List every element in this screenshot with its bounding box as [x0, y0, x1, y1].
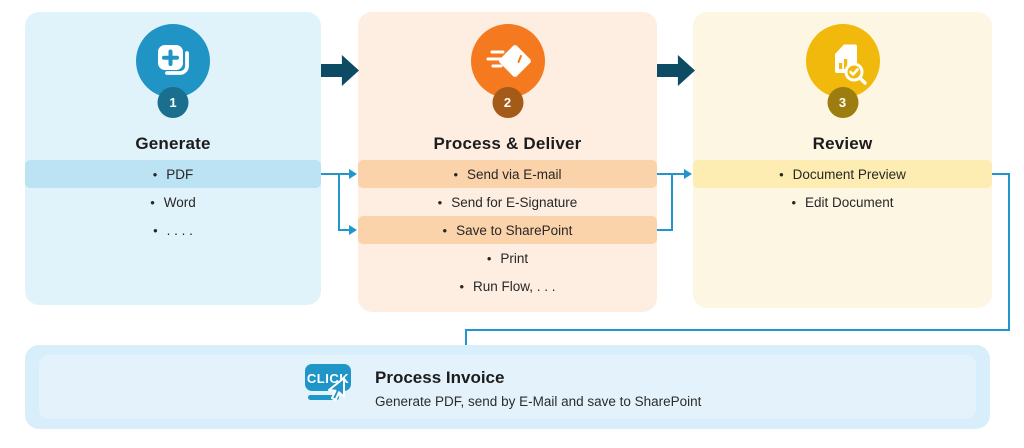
panel-review: 3 Review • Document Preview • Edit Documen…	[693, 12, 992, 308]
step1-title: Generate	[135, 134, 211, 153]
step2-title: Process & Deliver	[433, 134, 582, 153]
click-icon: CLICK	[305, 364, 351, 401]
list-item-label: Save to SharePoint	[456, 222, 573, 238]
connector-arrowhead-icon	[349, 225, 357, 235]
bullet-icon: •	[486, 250, 492, 266]
connector-into-action	[465, 329, 467, 352]
step3-number-badge: 3	[827, 87, 858, 118]
list-item-label: Edit Document	[805, 194, 894, 210]
step2-number-badge: 2	[492, 87, 523, 118]
connector-pdf-branch	[338, 173, 340, 231]
step1-to-step2-arrow-icon	[321, 55, 359, 86]
connector-right-down	[1008, 173, 1010, 331]
bullet-icon: •	[150, 194, 155, 210]
list-item-print: • Print	[358, 244, 657, 272]
step2-number: 2	[503, 95, 512, 110]
bullet-icon: •	[152, 166, 158, 182]
connector-sharepoint-to-join	[657, 229, 673, 231]
list-item-more: • . . . .	[25, 216, 321, 244]
bullet-icon: •	[437, 194, 443, 210]
list-item-label: Send for E-Signature	[451, 194, 578, 210]
send-mail-icon	[470, 24, 545, 98]
step1-items: • PDF • Word • . . . .	[25, 160, 321, 244]
list-item-label: . . . .	[166, 222, 193, 238]
action-text: Process Invoice Generate PDF, send by E-…	[375, 362, 701, 409]
action-content: CLICK Process Invoice Generate PDF, send…	[303, 362, 701, 414]
connector-preview-out	[992, 173, 1010, 175]
list-item-label: Print	[500, 250, 529, 266]
step2-items: •Send via E-mail •Send for E-Signature •…	[358, 160, 657, 300]
document-add-icon	[136, 24, 210, 98]
bullet-icon: •	[779, 166, 784, 182]
bullet-icon: •	[453, 166, 458, 182]
connector-arrowhead-icon	[684, 169, 692, 179]
list-item-run-flow: • Run Flow, . . .	[358, 272, 657, 300]
list-item-label: Run Flow, . . .	[473, 278, 556, 294]
bullet-icon: •	[459, 278, 465, 294]
action-bar-highlight	[39, 355, 976, 419]
step1-number-badge: 1	[157, 87, 189, 118]
list-item-esignature: • Send for E-Signature	[358, 188, 657, 216]
connector-sharepoint-branch	[671, 173, 673, 231]
step2-to-step3-arrow-icon	[657, 55, 695, 86]
list-item-doc-preview: • Document Preview	[693, 160, 992, 188]
step3-number: 3	[838, 95, 847, 110]
step3-items: • Document Preview • Edit Document	[693, 160, 992, 216]
bullet-icon: •	[153, 222, 158, 238]
bullet-icon: •	[791, 194, 796, 210]
connector-bottom-horizontal	[465, 329, 1010, 331]
panel-process-deliver: 2 Process & Deliver •Send via E-mail •Se…	[358, 12, 657, 312]
list-item-label: Word	[163, 194, 196, 210]
connector-pdf-to-sharepoint	[338, 229, 350, 231]
bullet-icon: •	[442, 222, 448, 238]
action-subtitle: Generate PDF, send by E-Mail and save to…	[375, 394, 702, 409]
connector-arrowhead-icon	[349, 169, 357, 179]
list-item-edit-doc: • Edit Document	[693, 188, 992, 216]
list-item-word: • Word	[25, 188, 321, 216]
document-review-icon	[805, 24, 880, 98]
step1-number: 1	[169, 95, 177, 110]
step3-title: Review	[812, 134, 873, 153]
list-item-label: Send via E-mail	[467, 166, 562, 182]
list-item-pdf: • PDF	[25, 160, 321, 188]
list-item-label: PDF	[166, 166, 194, 182]
step2-icon-stack: 2	[470, 24, 545, 130]
step1-icon-stack: 1	[136, 24, 210, 130]
process-invoice-action-bar: CLICK Process Invoice Generate PDF, send…	[25, 345, 990, 429]
panel-generate: 1 Generate • PDF • Word • . . . .	[25, 12, 321, 305]
list-item-label: Document Preview	[792, 166, 906, 182]
list-item-sharepoint: • Save to SharePoint	[358, 216, 657, 244]
connector-pdf-to-email	[321, 173, 350, 175]
list-item-send-email: • Send via E-mail	[358, 160, 657, 188]
step3-icon-stack: 3	[805, 24, 880, 130]
action-title: Process Invoice	[375, 368, 505, 387]
